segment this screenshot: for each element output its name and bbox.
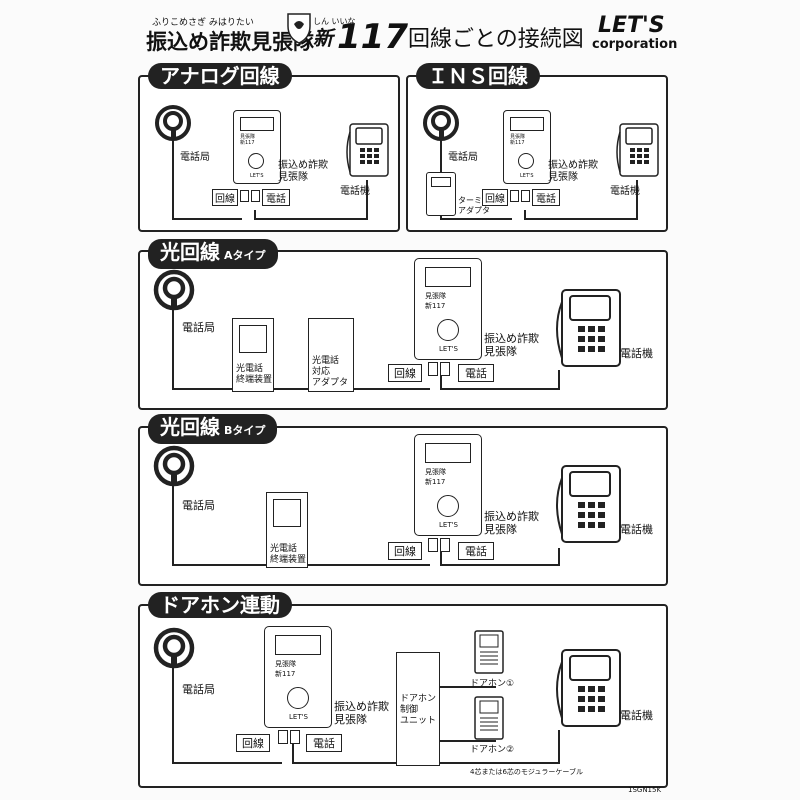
phone-jack (251, 190, 260, 202)
station-icon-4 (153, 445, 195, 487)
doorphone-2-label: ドアホン② (470, 745, 515, 755)
watchdog-device-2: 見張隊 新117 LET'S (503, 110, 551, 184)
product-name: 振込め詐欺見張隊 (146, 30, 314, 54)
phone-label: 電話機 (340, 186, 370, 197)
station-icon-5 (153, 627, 195, 669)
station-label-4: 電話局 (182, 499, 215, 512)
watchdog-device: 見張隊 新117 LET'S (233, 110, 281, 184)
panel-door-title: ドアホン連動 (148, 592, 292, 618)
line-jack-4 (428, 538, 438, 552)
panel-ins-title: ＩＮＳ回線 (416, 63, 540, 89)
line-jack-2 (510, 190, 519, 202)
phone-port-label-4: 電話 (458, 542, 494, 560)
door-controller-label: ドアホン 制御 ユニット (400, 694, 437, 726)
line-port-label: 回線 (212, 189, 238, 206)
footer-code: 1SGN15K (628, 786, 662, 794)
telephone-icon-5 (556, 649, 621, 727)
line-jack (240, 190, 249, 202)
phone-jack-5 (290, 730, 300, 744)
telephone-icon-2 (616, 123, 659, 177)
watchdog-device-3: 見張隊 新117 LET'S (414, 258, 482, 360)
device-label-5: 振込め詐欺 見張隊 (334, 700, 389, 726)
page-title: 回線ごとの接続図 (408, 27, 584, 52)
station-label-3: 電話局 (182, 321, 215, 334)
phone-port-label-2: 電話 (532, 189, 560, 206)
onu-device-2 (266, 492, 308, 568)
panel-hikari-b-subtitle: Bタイプ (224, 424, 266, 437)
device-label: 振込め詐欺 見張隊 (278, 160, 328, 183)
line-port-label-2: 回線 (482, 189, 508, 206)
line-port-label-5: 回線 (236, 734, 270, 752)
station-label-2: 電話局 (448, 152, 478, 163)
device-label-4: 振込め詐欺 見張隊 (484, 510, 539, 536)
phone-label-2: 電話機 (610, 186, 640, 197)
watchdog-device-4: 見張隊 新117 LET'S (414, 434, 482, 536)
phone-jack-4 (440, 538, 450, 552)
phone-jack-2 (521, 190, 530, 202)
onu-label: 光電話 終端装置 (236, 364, 273, 385)
panel-hikari-a-subtitle: Aタイプ (224, 249, 266, 262)
terminal-adapter-label: ターミナル アダプタ (458, 196, 498, 215)
telephone-icon (346, 123, 389, 177)
phone-port-label-5: 電話 (306, 734, 342, 752)
doorphone-icon-2 (474, 696, 504, 740)
door-controller (396, 652, 440, 766)
phone-label-3: 電話機 (620, 347, 653, 360)
terminal-adapter (426, 172, 456, 216)
header: ふりこめさぎ みはりたい 振込め詐欺見張隊 しん いいな 新 117 回線ごとの… (0, 0, 800, 60)
watchdog-device-5: 見張隊 新117 LET'S (264, 626, 332, 728)
phone-port-label: 電話 (262, 189, 290, 206)
doorphone-icon-1 (474, 630, 504, 674)
shield-logo-icon (287, 13, 311, 44)
device-maker: LET'S (250, 173, 264, 179)
phone-label-5: 電話機 (620, 709, 653, 722)
model-number: 117 (337, 17, 408, 57)
device-label-3: 振込め詐欺 見張隊 (484, 332, 539, 358)
doorphone-1-label: ドアホン① (470, 679, 515, 689)
hikari-adapter-device (308, 318, 354, 392)
station-icon-2 (423, 105, 459, 141)
telephone-icon-4 (556, 465, 621, 543)
line-port-label-3: 回線 (388, 364, 422, 382)
device-model: 新117 (240, 140, 255, 146)
line-jack-3 (428, 362, 438, 376)
panel-analog-title: アナログ回線 (148, 63, 292, 89)
station-label: 電話局 (180, 152, 210, 163)
phone-port-label-3: 電話 (458, 364, 494, 382)
telephone-icon-3 (556, 289, 621, 367)
header-ruby: ふりこめさぎ みはりたい (152, 18, 254, 28)
cable-note: 4芯または6芯のモジュラーケーブル (470, 768, 583, 776)
hikari-adapter-label: 光電話 対応 アダプタ (312, 356, 349, 388)
onu-device (232, 318, 274, 392)
device-label-2: 振込め詐欺 見張隊 (548, 160, 598, 183)
brand-logo-top: LET'S (598, 13, 665, 38)
station-icon (155, 105, 191, 141)
device-brand: 見張隊 (240, 134, 256, 140)
phone-jack-3 (440, 362, 450, 376)
brand-logo-bottom: corporation (592, 37, 678, 52)
shin-ruby: しん いいな (313, 17, 356, 26)
shin-mark: 新 (313, 26, 333, 50)
line-port-label-4: 回線 (388, 542, 422, 560)
phone-label-4: 電話機 (620, 523, 653, 536)
station-label-5: 電話局 (182, 683, 215, 696)
line-jack-5 (278, 730, 288, 744)
onu-label-2: 光電話 終端装置 (270, 544, 307, 565)
station-icon-3 (153, 269, 195, 311)
